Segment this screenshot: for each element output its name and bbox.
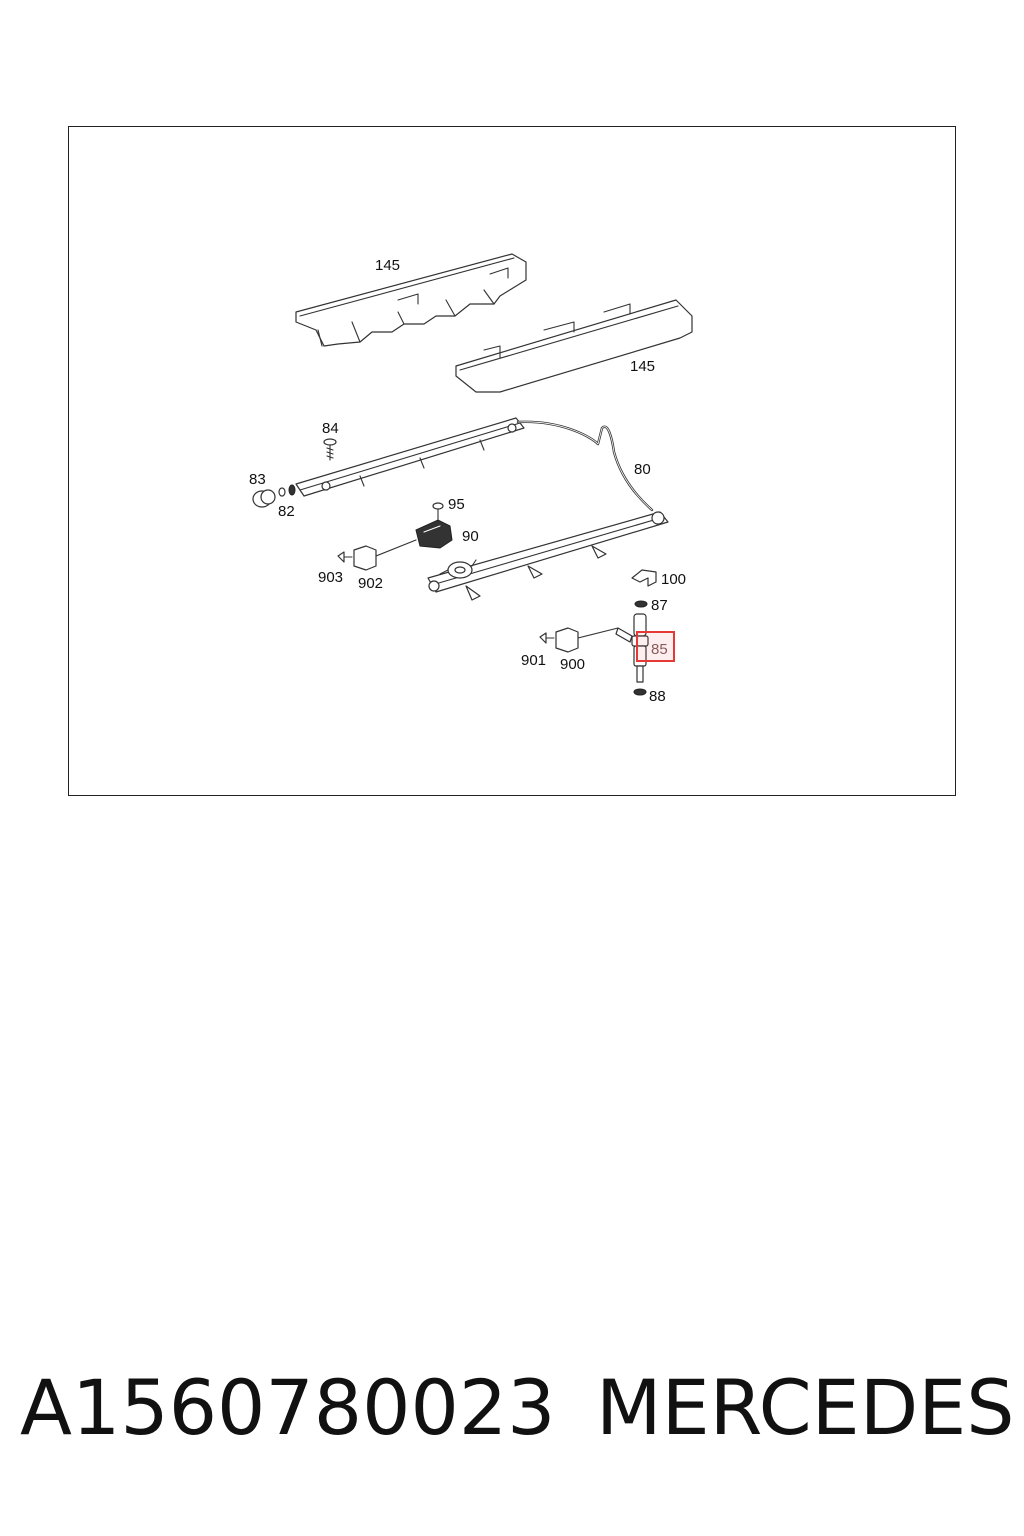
label-903: 903 [318,569,343,586]
connector-900[interactable] [555,627,619,653]
exploded-parts-diagram: 145 145 80 84 83 [249,253,693,705]
label-84: 84 [322,420,339,437]
fuel-line[interactable] [516,420,654,512]
fuel-rail-lower[interactable] [427,511,669,601]
parts-diagram-frame [68,126,956,796]
screw-84[interactable] [323,438,337,461]
seal-82[interactable] [278,484,296,497]
plug-903[interactable] [337,551,353,563]
label-90: 90 [462,528,479,545]
label-88: 88 [649,688,666,705]
oring-87[interactable] [634,600,648,608]
label-145-left: 145 [375,257,400,274]
label-902: 902 [358,575,383,592]
oring-88[interactable] [633,688,647,696]
fuel-rail-upper[interactable] [295,417,525,497]
label-80: 80 [634,461,651,478]
clip-100[interactable] [631,569,657,587]
heat-shield-left[interactable] [295,253,527,347]
connector-902[interactable] [353,539,417,571]
label-87: 87 [651,597,668,614]
label-100: 100 [661,571,686,588]
label-145-right: 145 [630,358,655,375]
part-number: A1560780023 [20,1363,556,1452]
cap-83[interactable] [252,489,276,508]
screw-95[interactable] [432,502,444,521]
label-85: 85 [651,641,668,658]
label-900: 900 [560,656,585,673]
heat-shield-right[interactable] [455,299,693,393]
highlight-box-85[interactable] [636,631,675,662]
pressure-sensor-90[interactable] [415,519,477,579]
label-95: 95 [448,496,465,513]
label-901: 901 [521,652,546,669]
label-82: 82 [278,503,295,520]
brand-name: MERCEDES [596,1363,1015,1452]
label-83: 83 [249,471,266,488]
plug-901[interactable] [539,632,555,644]
